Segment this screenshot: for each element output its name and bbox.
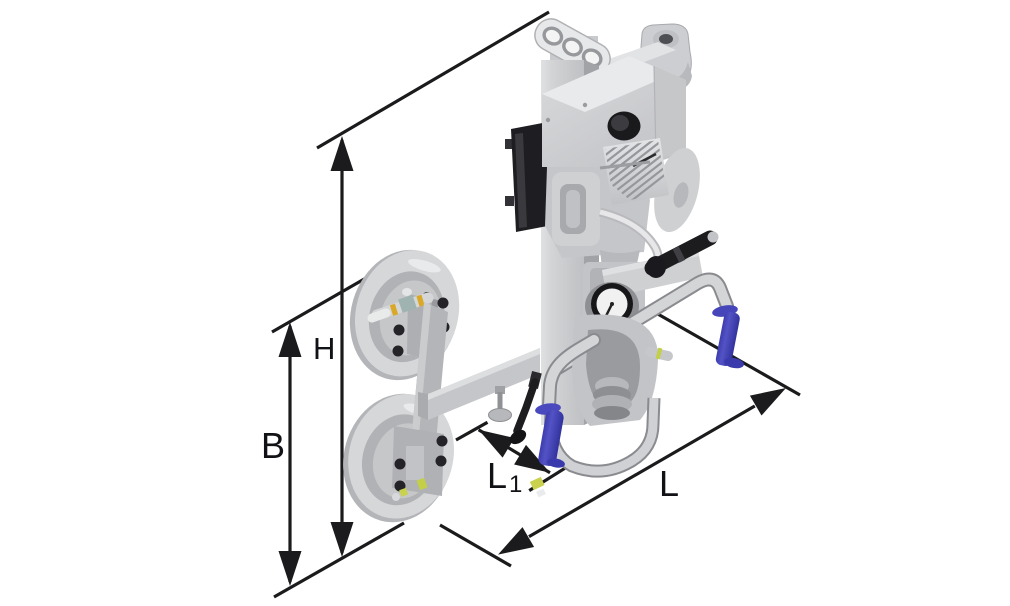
svg-text:B: B <box>261 425 285 466</box>
svg-text:L: L <box>487 455 507 496</box>
svg-text:L: L <box>659 463 679 504</box>
svg-text:1: 1 <box>509 471 522 498</box>
svg-text:H: H <box>313 331 335 366</box>
